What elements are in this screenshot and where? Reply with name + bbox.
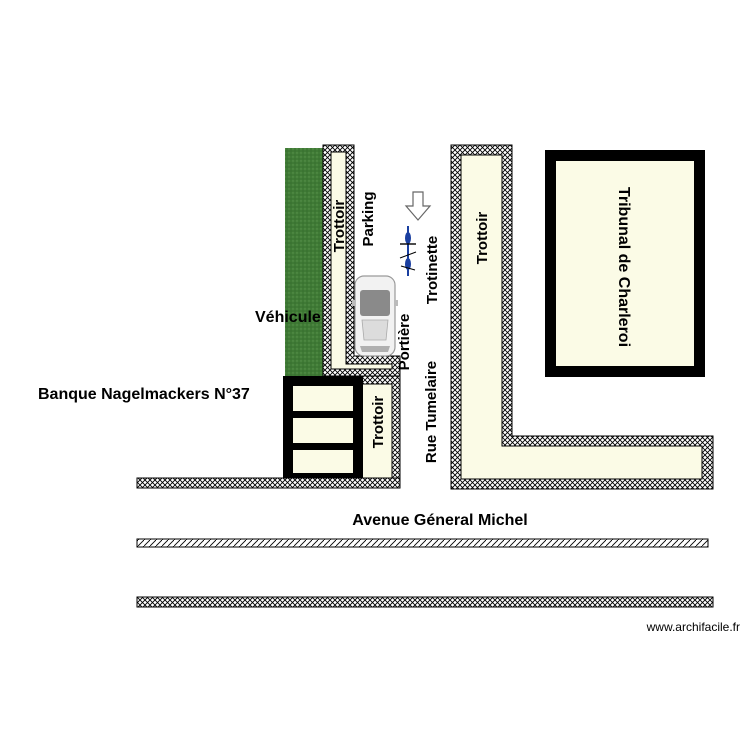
- credit-label: www.archifacile.fr: [646, 620, 740, 634]
- left-lower-sidewalk-label: Trottoir: [370, 396, 387, 449]
- parking-label: Parking: [360, 191, 377, 246]
- trotinette-label: Trotinette: [424, 236, 441, 304]
- right-sidewalk: [450, 144, 714, 490]
- left-upper-sidewalk: [322, 144, 401, 377]
- portiere-label: Portière: [396, 314, 413, 371]
- rue-tumelaire-label: Rue Tumelaire: [423, 361, 440, 463]
- avenue-label: Avenue Géneral Michel: [352, 512, 527, 529]
- left-upper-sidewalk-label: Trottoir: [331, 200, 348, 253]
- bank-building: [283, 376, 363, 481]
- hedge-strip: [285, 148, 323, 376]
- car-icon: [352, 275, 398, 357]
- down-arrow-icon: [404, 191, 432, 221]
- avenue-south-curb: [136, 596, 714, 608]
- tribunal-label: Tribunal de Charleroi: [615, 187, 632, 347]
- scooter-icon: [399, 226, 417, 276]
- vehicule-label: Véhicule: [255, 309, 321, 326]
- avenue-median-line: [136, 538, 709, 548]
- bank-label: Banque Nagelmackers N°37: [38, 386, 250, 403]
- right-sidewalk-label: Trottoir: [474, 212, 491, 265]
- tribunal-building: [545, 150, 705, 377]
- avenue-north-curb: [136, 477, 401, 489]
